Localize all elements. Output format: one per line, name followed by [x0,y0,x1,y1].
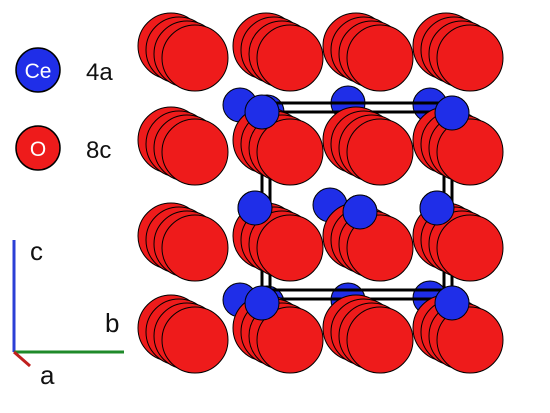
o-site-label: 8c [86,137,111,164]
oxygen-atom [346,306,414,374]
b-axis-label: b [105,308,119,338]
oxygen-atom [436,306,504,374]
oxygen-atom [256,118,324,186]
oxygen-atoms-front [137,94,504,374]
o-symbol-label: O [30,138,46,161]
ce-atom-icon [15,47,61,93]
oxygen-atom [346,118,414,186]
a-axis-line [13,350,31,368]
ce-symbol-label: Ce [25,60,52,83]
oxygen-atom [256,306,324,374]
legend-item-o: O 8c [15,125,111,171]
oxygen-atoms-back [137,12,504,92]
oxygen-atom [436,118,504,186]
o-atom-icon [15,125,61,171]
cerium-atom [244,285,280,321]
c-axis-label: c [30,236,43,266]
cerium-atom [237,190,273,226]
oxygen-atom [256,214,324,282]
a-axis-label: a [40,360,55,390]
legend: Ce 4a O 8c [15,47,113,171]
oxygen-atom [161,24,229,92]
cerium-atom [434,95,470,131]
axis-triad: c b a [12,236,124,390]
oxygen-atom [161,214,229,282]
oxygen-atom [161,306,229,374]
cerium-atom [419,190,455,226]
oxygen-atom [161,118,229,186]
ce-site-label: 4a [86,59,113,86]
cerium-atom [434,285,470,321]
oxygen-atom [256,24,324,92]
oxygen-atom [346,24,414,92]
cerium-atom [342,194,378,230]
oxygen-atom [436,214,504,282]
legend-item-ce: Ce 4a [15,47,113,93]
oxygen-atom [346,214,414,282]
cerium-atom [244,94,280,130]
oxygen-atom [436,24,504,92]
